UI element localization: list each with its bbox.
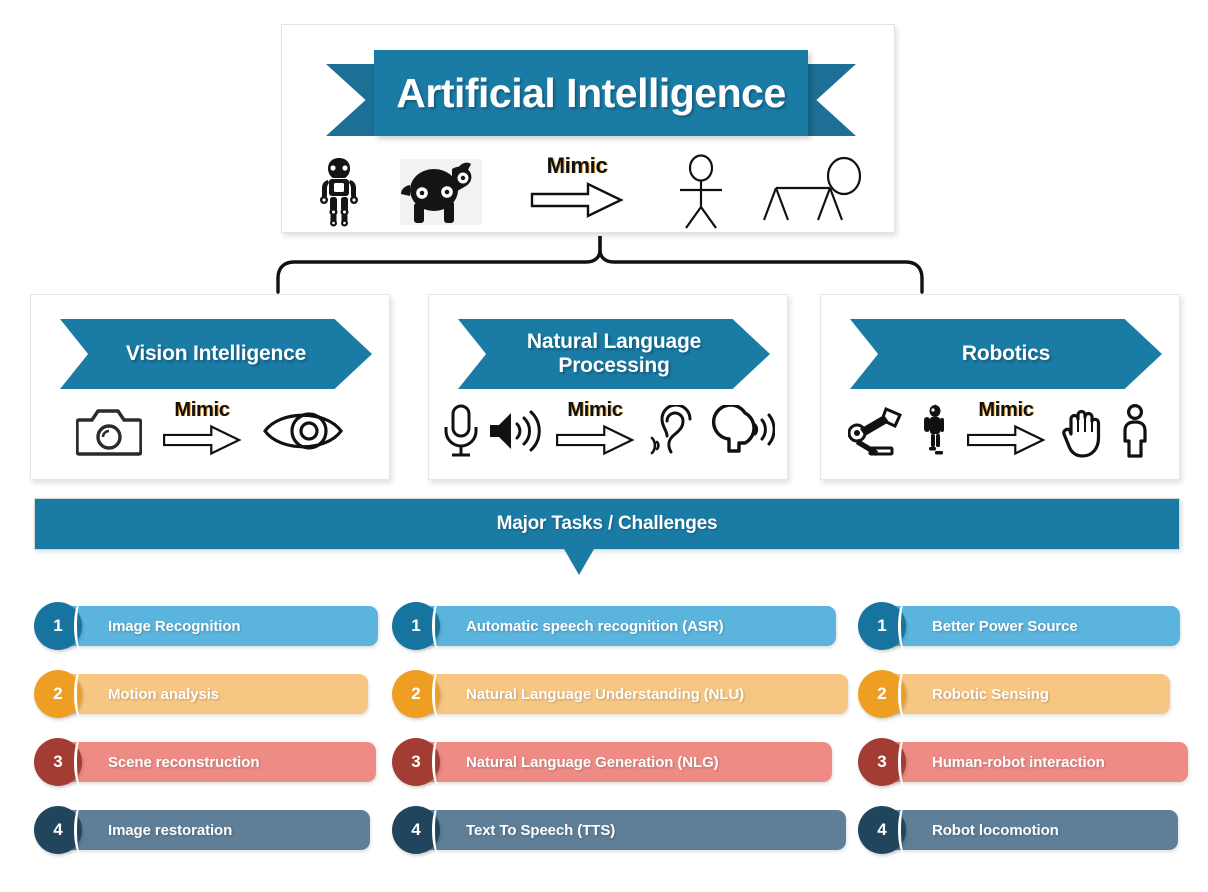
speaking-head-icon	[711, 405, 775, 457]
task-row[interactable]: Motion analysis 2	[34, 669, 384, 719]
ear-icon	[647, 405, 705, 457]
mimic-label-vision: Mimic	[174, 399, 230, 421]
mimic-arrow-icon	[967, 424, 1046, 456]
tree-bracket-connector	[270, 236, 930, 296]
task-bar[interactable]: Motion analysis	[58, 674, 368, 714]
ai-title-ribbon: Artificial Intelligence	[326, 50, 856, 145]
banner-down-arrow-icon	[564, 549, 594, 575]
category-header-robotics: Robotics	[850, 319, 1162, 389]
task-bar[interactable]: Image Recognition	[58, 606, 378, 646]
task-number-badge: 1	[392, 601, 440, 651]
task-label: Image restoration	[108, 821, 233, 839]
task-row[interactable]: Better Power Source 1	[858, 601, 1188, 651]
task-label: Better Power Source	[932, 617, 1078, 635]
robot-arm-icon	[848, 406, 908, 456]
stick-figure-animal-icon	[760, 154, 864, 230]
speaker-icon	[487, 407, 543, 455]
mimic-arrow-group-vision: Mimic	[154, 400, 250, 462]
major-tasks-banner: Major Tasks / Challenges	[34, 498, 1180, 550]
mimic-arrow-group-robotics: Mimic	[956, 400, 1056, 462]
artificial-intelligence-card: Artificial Intelligence	[281, 24, 895, 233]
task-label: Robot locomotion	[932, 821, 1059, 839]
task-number-badge: 4	[392, 805, 440, 855]
task-bar[interactable]: Text To Speech (TTS)	[416, 810, 846, 850]
category-icon-row-vision: Mimic	[41, 395, 379, 467]
task-bar[interactable]: Robot locomotion	[882, 810, 1178, 850]
task-label: Natural Language Generation (NLG)	[466, 753, 719, 771]
category-card-nlp: Natural Language Processing	[428, 294, 788, 480]
task-bar[interactable]: Natural Language Understanding (NLU)	[416, 674, 848, 714]
task-number-badge: 3	[34, 737, 82, 787]
hand-icon	[1062, 404, 1108, 458]
ribbon-body: Artificial Intelligence	[374, 50, 808, 136]
camera-icon	[76, 405, 142, 457]
task-label: Scene reconstruction	[108, 753, 260, 771]
task-row[interactable]: Text To Speech (TTS) 4	[392, 805, 852, 855]
category-title-vision: Vision Intelligence	[125, 342, 307, 366]
task-number-badge: 2	[858, 669, 906, 719]
task-row[interactable]: Natural Language Understanding (NLU) 2	[392, 669, 852, 719]
task-label: Text To Speech (TTS)	[466, 821, 616, 839]
task-label: Motion analysis	[108, 685, 220, 703]
microphone-icon	[441, 403, 481, 459]
task-number-badge: 4	[858, 805, 906, 855]
mimic-arrow-group-ai: Mimic	[524, 155, 630, 229]
task-row[interactable]: Image Recognition 1	[34, 601, 384, 651]
task-number-badge: 2	[34, 669, 82, 719]
task-row[interactable]: Natural Language Generation (NLG) 3	[392, 737, 852, 787]
task-bar[interactable]: Image restoration	[58, 810, 370, 850]
stick-figure-person-icon	[670, 154, 732, 230]
humanoid-robot-icon	[312, 156, 366, 228]
task-label: Human-robot interaction	[932, 753, 1105, 771]
task-row[interactable]: Robotic Sensing 2	[858, 669, 1188, 719]
category-title-robotics: Robotics	[961, 342, 1051, 366]
ai-icon-row: Mimic	[312, 153, 864, 231]
task-row[interactable]: Automatic speech recognition (ASR) 1	[392, 601, 852, 651]
task-label: Natural Language Understanding (NLU)	[466, 685, 745, 703]
category-card-robotics: Robotics	[820, 294, 1180, 480]
task-number-badge: 3	[392, 737, 440, 787]
task-bar[interactable]: Better Power Source	[882, 606, 1180, 646]
mimic-arrow-icon	[556, 424, 635, 456]
task-bar[interactable]: Human-robot interaction	[882, 742, 1188, 782]
task-label: Robotic Sensing	[932, 685, 1049, 703]
task-row[interactable]: Scene reconstruction 3	[34, 737, 384, 787]
task-number-badge: 1	[858, 601, 906, 651]
task-row[interactable]: Robot locomotion 4	[858, 805, 1188, 855]
task-bar[interactable]: Robotic Sensing	[882, 674, 1170, 714]
task-number-badge: 4	[34, 805, 82, 855]
category-title-nlp: Natural Language Processing	[526, 330, 702, 377]
category-header-vision: Vision Intelligence	[60, 319, 372, 389]
task-bar[interactable]: Natural Language Generation (NLG)	[416, 742, 832, 782]
mimic-label-nlp: Mimic	[567, 399, 623, 421]
category-card-vision: Vision Intelligence Mimic	[30, 294, 390, 480]
task-row[interactable]: Human-robot interaction 3	[858, 737, 1188, 787]
person-icon	[1118, 404, 1152, 458]
mimic-label-robotics: Mimic	[978, 399, 1034, 421]
major-tasks-label: Major Tasks / Challenges	[496, 513, 718, 534]
robot-dog-icon	[400, 159, 482, 225]
task-number-badge: 2	[392, 669, 440, 719]
mimic-arrow-group-nlp: Mimic	[547, 400, 643, 462]
task-label: Image Recognition	[108, 617, 241, 635]
category-icon-row-nlp: Mimic	[439, 395, 777, 467]
task-number-badge: 3	[858, 737, 906, 787]
mimic-arrow-icon	[163, 424, 242, 456]
mimic-label: Mimic	[546, 153, 608, 178]
eye-icon	[262, 406, 344, 456]
task-bar[interactable]: Automatic speech recognition (ASR)	[416, 606, 836, 646]
category-header-nlp: Natural Language Processing	[458, 319, 770, 389]
page-title: Artificial Intelligence	[396, 69, 786, 116]
mimic-arrow-icon	[530, 182, 624, 218]
humanoid-robot-icon	[918, 404, 950, 458]
task-label: Automatic speech recognition (ASR)	[466, 617, 724, 635]
task-bar[interactable]: Scene reconstruction	[58, 742, 376, 782]
category-icon-row-robotics: Mimic	[831, 395, 1169, 467]
task-row[interactable]: Image restoration 4	[34, 805, 384, 855]
task-number-badge: 1	[34, 601, 82, 651]
